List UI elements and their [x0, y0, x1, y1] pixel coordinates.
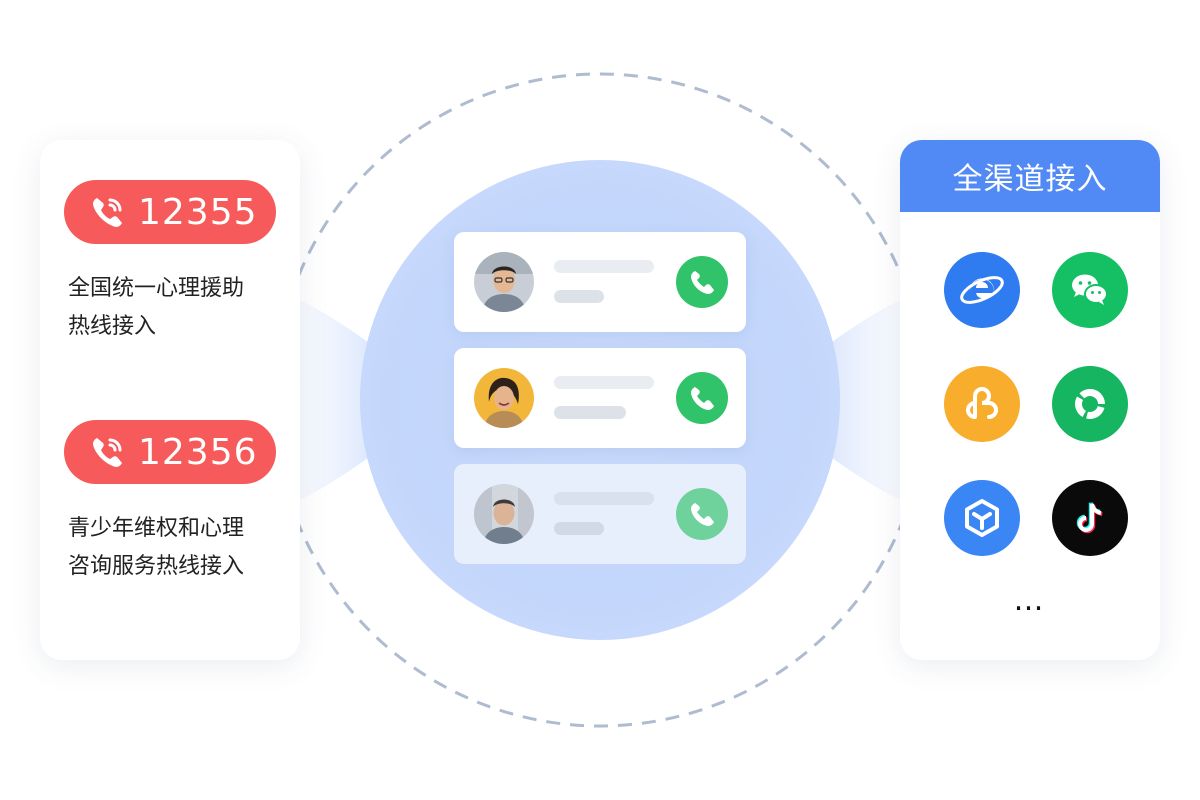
internet-explorer-icon[interactable]: [944, 252, 1020, 328]
hotline-badge-12355[interactable]: 12355: [64, 180, 276, 244]
more-channels[interactable]: …: [1013, 583, 1047, 618]
answer-call-button[interactable]: [676, 488, 728, 540]
answer-call-button[interactable]: [676, 256, 728, 308]
phone-icon: [691, 503, 714, 526]
hotline-description: 全国统一心理援助 热线接入: [68, 276, 245, 339]
phone-icon: [691, 271, 714, 294]
placeholder-line: [554, 406, 626, 419]
refresh-green-icon[interactable]: [1052, 366, 1128, 442]
panel-title: 全渠道接入: [900, 140, 1160, 212]
male-avatar-glasses: [474, 252, 534, 312]
answer-call-button[interactable]: [676, 372, 728, 424]
phone-ringing-icon: [93, 198, 122, 227]
caller-card[interactable]: [454, 464, 746, 564]
placeholder-line: [554, 492, 654, 505]
male-avatar: [474, 484, 534, 544]
hotline-badge-12356[interactable]: 12356: [64, 420, 276, 484]
hotline-panel: 12355 全国统一心理援助 热线接入 12356 青少年维权和心理 咨询服务热…: [40, 140, 300, 660]
caller-card[interactable]: [454, 232, 746, 332]
hotline-number: 12356: [138, 431, 258, 473]
phone-ringing-icon: [93, 438, 122, 467]
female-avatar: [474, 368, 534, 428]
phone-icon: [691, 387, 714, 410]
placeholder-line: [554, 260, 654, 273]
placeholder-line: [554, 522, 604, 535]
caller-card[interactable]: [454, 348, 746, 448]
omnichannel-panel: 全渠道接入: [900, 140, 1160, 660]
placeholder-line: [554, 290, 604, 303]
hotline-description: 青少年维权和心理 咨询服务热线接入: [68, 516, 245, 579]
tiktok-icon[interactable]: [1052, 480, 1128, 556]
cube-icon[interactable]: [944, 480, 1020, 556]
placeholder-line: [554, 376, 654, 389]
mini-program-icon[interactable]: [944, 366, 1020, 442]
hotline-number: 12355: [138, 191, 258, 233]
wechat-icon[interactable]: [1052, 252, 1128, 328]
